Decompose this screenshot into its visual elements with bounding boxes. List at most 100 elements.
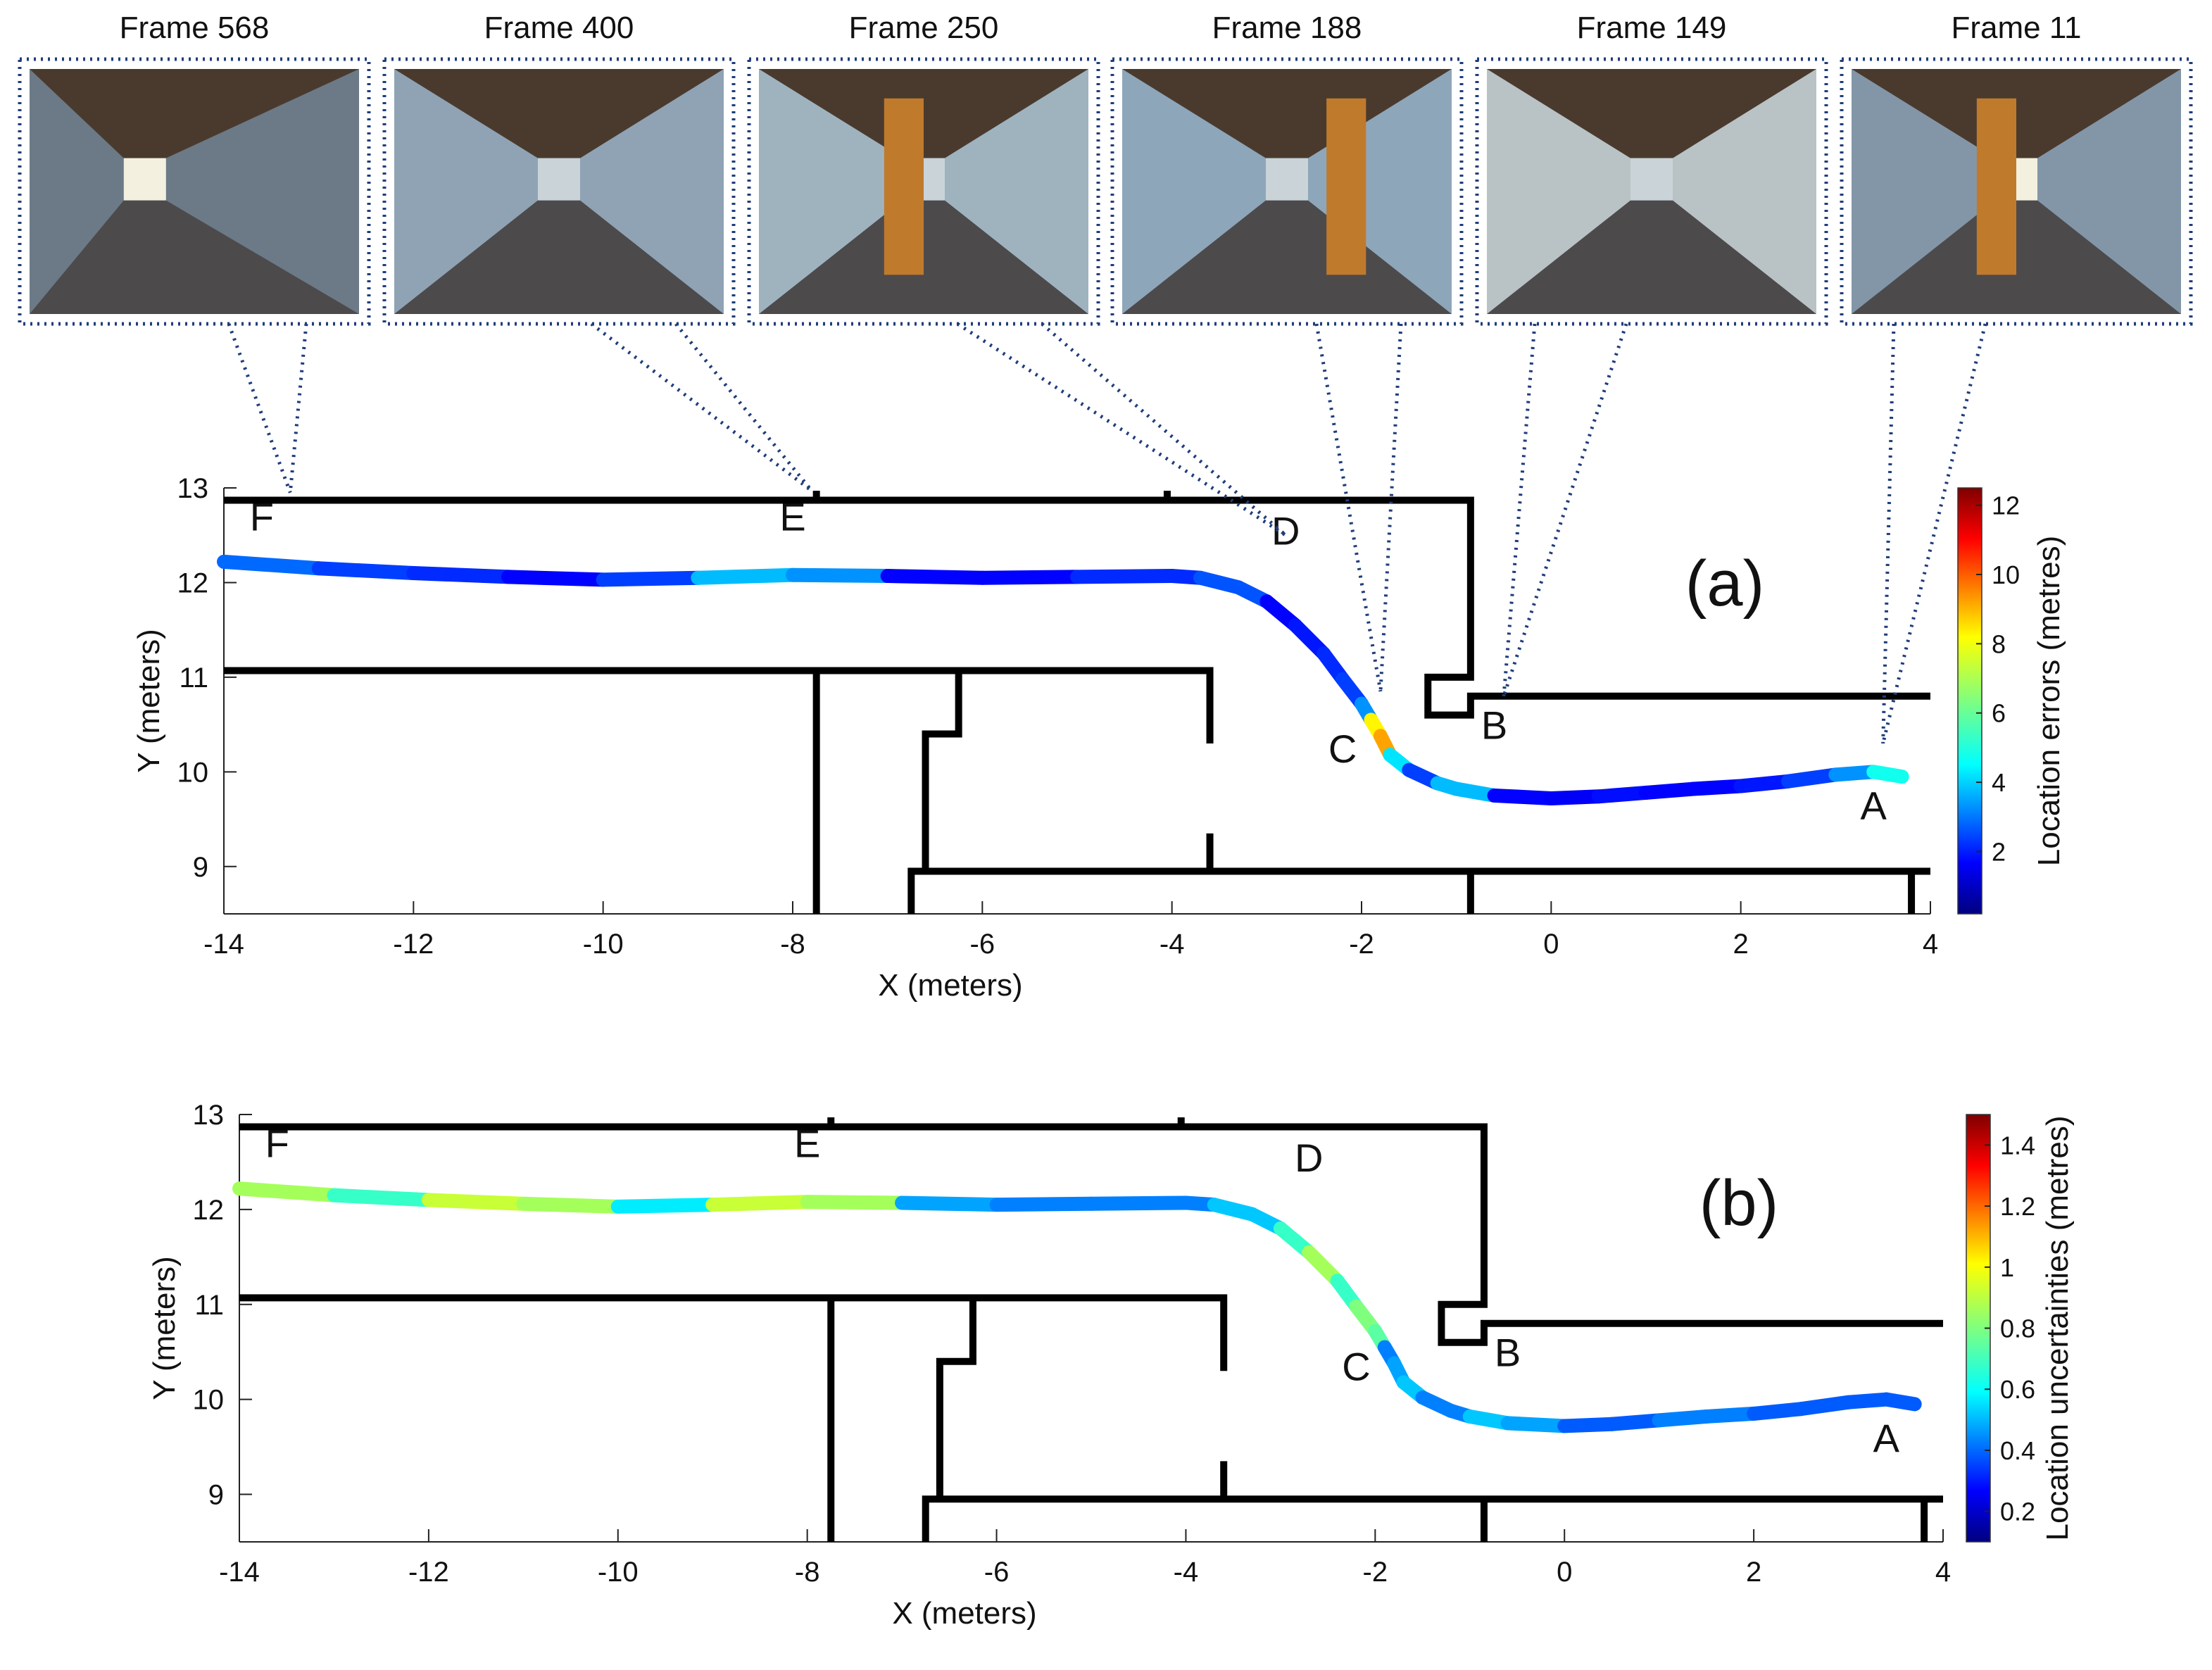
colorbar-tick-label: 1 [2000, 1253, 2014, 1282]
colorbar-tick-label: 8 [1992, 629, 2006, 658]
ceiling-shape [1122, 69, 1452, 158]
trajectory-segment [989, 1196, 1098, 1212]
x-tick-label: -4 [1160, 929, 1185, 960]
floor-shape [394, 200, 724, 314]
colorbar-tick-label: 12 [1992, 491, 2020, 520]
colorbar-tick-label: 0.6 [2000, 1375, 2035, 1404]
ceiling-shape [30, 69, 359, 158]
trajectory-segment [1652, 1409, 1714, 1428]
x-tick-label: -8 [780, 929, 805, 960]
point-label-c: C [1328, 727, 1357, 771]
leader-line [1502, 323, 1537, 696]
y-tick-label: 11 [194, 1290, 224, 1321]
trajectory-segment [232, 1181, 341, 1203]
frame-label: Frame 149 [1577, 11, 1727, 45]
trajectory-segment [1557, 1417, 1619, 1433]
y-tick-label: 10 [177, 757, 209, 788]
floorplan-wall [922, 1495, 1943, 1542]
trajectory-segment [1733, 774, 1795, 793]
trajectory-segment [895, 1195, 1004, 1212]
leader-line [288, 323, 308, 493]
point-label-f: F [265, 1122, 289, 1166]
corridor-end-shape [123, 158, 166, 201]
frame-thumbnail: Frame 149 [1475, 11, 1828, 326]
point-label-e: E [779, 495, 805, 539]
y-axis-label: Y (meters) [147, 1256, 182, 1400]
trajectory-segment [311, 561, 421, 580]
x-tick-label: -12 [408, 1557, 449, 1588]
colorbar-tick-label: 4 [1992, 768, 2006, 797]
door-shape [1976, 98, 2016, 275]
floor-shape [30, 200, 359, 314]
trajectory-segment [880, 569, 990, 585]
leader-line [1314, 323, 1383, 692]
y-tick-label: 9 [193, 852, 208, 883]
trajectory-segment [1604, 1413, 1666, 1431]
colorbar [1957, 487, 1982, 915]
frame-border [382, 57, 736, 326]
panel-label: (b) [1699, 1167, 1778, 1239]
x-axis-label: X (meters) [878, 968, 1022, 1003]
x-tick-label: -10 [583, 929, 624, 960]
trajectory-segment [800, 1195, 910, 1210]
point-label-a: A [1861, 784, 1887, 828]
trajectory-segment [1747, 1402, 1809, 1421]
point-label-a: A [1873, 1416, 1900, 1460]
corridor-end-shape [1266, 158, 1308, 201]
trajectory-segment [1591, 785, 1653, 804]
point-label-d: D [1295, 1136, 1323, 1180]
trajectory-segment [691, 567, 800, 585]
frame-thumbnail: Frame 188 [1110, 11, 1464, 326]
y-tick-label: 11 [179, 663, 208, 693]
y-axis-label: Y (meters) [132, 629, 166, 773]
trajectory-segment [1794, 1395, 1856, 1417]
x-tick-label: -12 [393, 929, 434, 960]
point-label-f: F [250, 495, 274, 539]
x-tick-label: -4 [1174, 1557, 1199, 1588]
corridor-end-shape [1630, 158, 1673, 201]
floorplan-wall [907, 867, 1930, 914]
floor-shape [1122, 200, 1452, 314]
frame-border [747, 57, 1100, 326]
frame-thumbnail: Frame 11 [1840, 11, 2193, 326]
colorbar-tick-label: 1.4 [2000, 1131, 2035, 1160]
door-shape [1326, 98, 1366, 275]
colorbar-label: Location uncertainties (metres) [2040, 1115, 2075, 1540]
panel-label: (a) [1685, 548, 1764, 620]
floorplan-wall [224, 496, 1930, 719]
point-label-c: C [1342, 1345, 1370, 1389]
colorbar-tick-label: 2 [1992, 837, 2006, 866]
trajectory-segment [217, 554, 326, 576]
floorplan-wall [239, 1294, 1228, 1371]
frame-label: Frame 250 [849, 11, 999, 45]
colorbar-tick-label: 0.4 [2000, 1436, 2035, 1465]
ceiling-shape [1487, 69, 1816, 158]
x-tick-label: -14 [219, 1557, 260, 1588]
frame-thumbnail: Frame 568 [18, 11, 371, 326]
leader-line [956, 322, 1287, 537]
x-tick-label: -2 [1363, 1557, 1388, 1588]
frame-thumbnail: Frame 250 [747, 11, 1100, 326]
corridor-end-shape [538, 158, 580, 201]
trajectory-segment [501, 570, 610, 587]
trajectory-segment [1866, 765, 1909, 784]
point-label-e: E [794, 1122, 820, 1166]
x-tick-label: -10 [598, 1557, 639, 1588]
leader-line [590, 322, 813, 493]
y-tick-label: 10 [193, 1385, 225, 1416]
frame-border [1840, 57, 2193, 326]
trajectory-segment [406, 566, 515, 584]
trajectory-segment [1487, 788, 1559, 805]
floorplan-wall [936, 1298, 976, 1500]
trajectory-segment [1686, 779, 1748, 796]
x-tick-label: -8 [795, 1557, 820, 1588]
ceiling-shape [394, 69, 724, 158]
trajectory-segment [1544, 789, 1606, 805]
frame-border [1110, 57, 1464, 326]
colorbar-tick-label: 6 [1992, 699, 2006, 728]
x-tick-label: -6 [984, 1557, 1010, 1588]
trajectory-segment [786, 567, 895, 584]
trajectory-segment [610, 1198, 720, 1214]
